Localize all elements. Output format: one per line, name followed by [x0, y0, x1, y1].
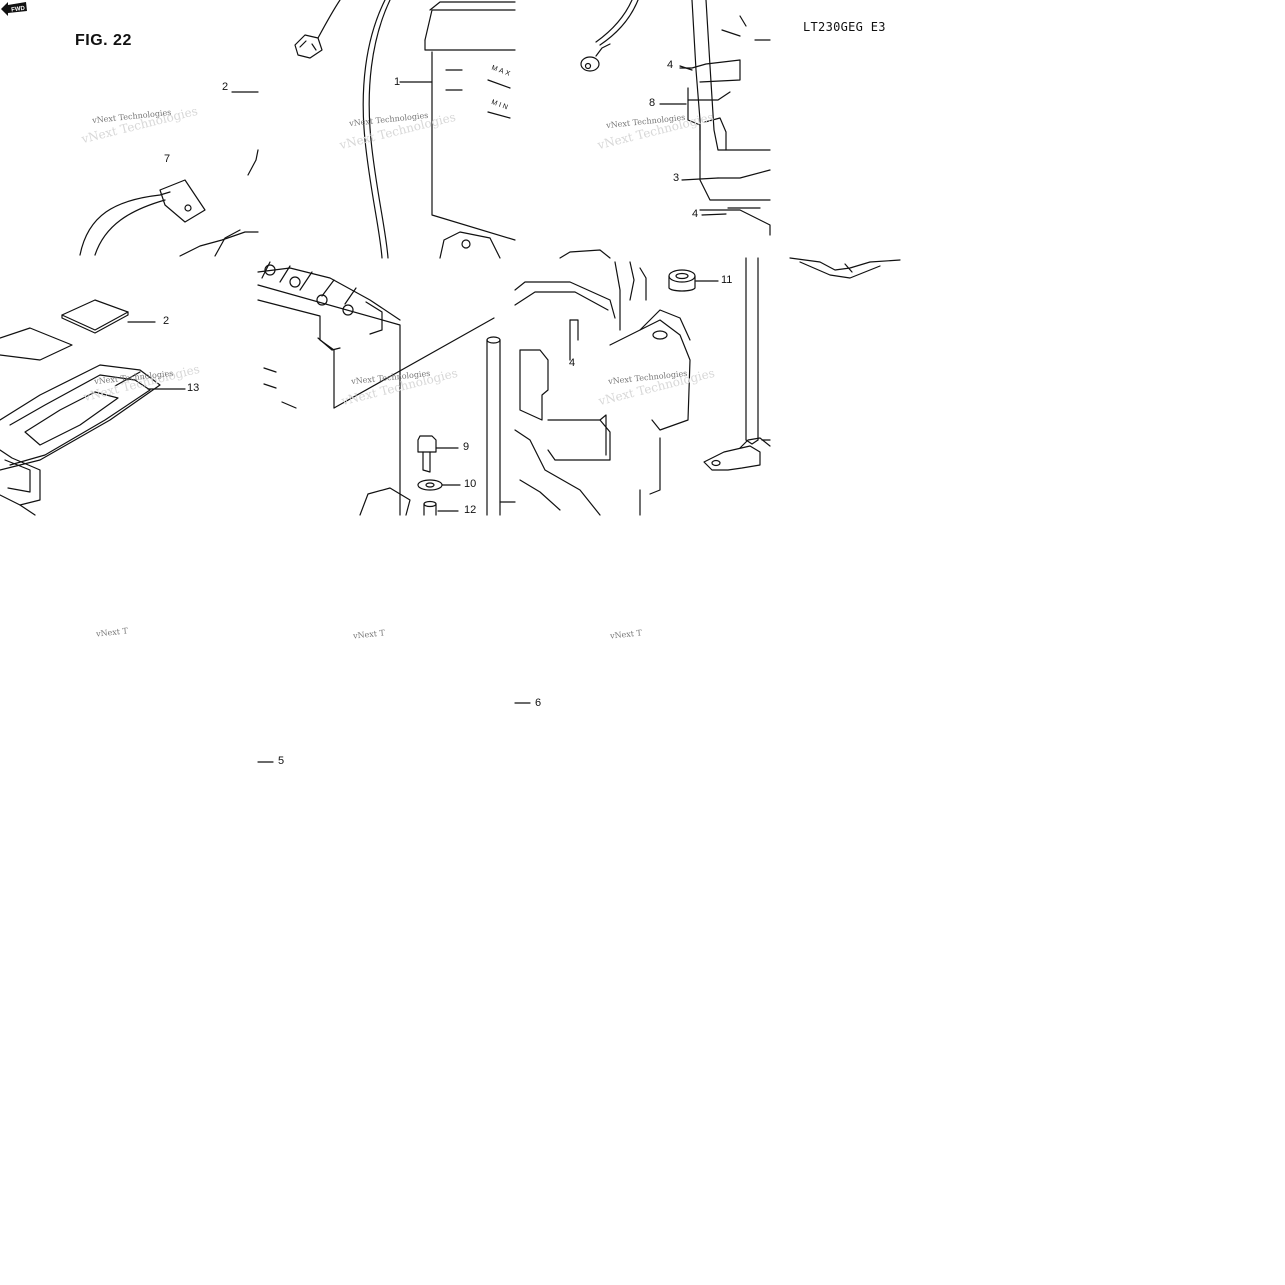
callout-9: 9 [463, 441, 470, 453]
callout-2: 2 [222, 81, 229, 93]
tile-top-middle [294, 0, 516, 259]
callout-13: 13 [187, 382, 200, 394]
tile-edge-right [789, 257, 901, 279]
callout-3: 3 [673, 172, 680, 184]
callout-7: 7 [164, 153, 171, 165]
fwd-label: FWD [11, 6, 26, 14]
tile-bottom-left [0, 299, 186, 516]
callout-12: 12 [464, 504, 477, 516]
callout-6: 6 [535, 697, 542, 709]
callout-4: 4 [569, 357, 576, 369]
callout-11: 11 [721, 274, 733, 286]
callout-4: 4 [667, 59, 674, 71]
callout-10: 10 [464, 478, 477, 490]
callout-2: 2 [163, 315, 170, 327]
fwd-arrow-icon: FWD [1, 2, 27, 16]
callout-1: 1 [394, 76, 401, 88]
model-code: LT230GEG E3 [803, 20, 886, 34]
tile-bottom-right [514, 257, 771, 516]
callout-5: 5 [278, 755, 285, 767]
figure-title: FIG. 22 [75, 32, 132, 49]
tile-top-left [79, 91, 259, 257]
callout-8: 8 [649, 97, 656, 109]
tile-top-right [559, 0, 771, 259]
callout-4: 4 [692, 208, 699, 220]
tile-bottom-middle [257, 261, 516, 516]
